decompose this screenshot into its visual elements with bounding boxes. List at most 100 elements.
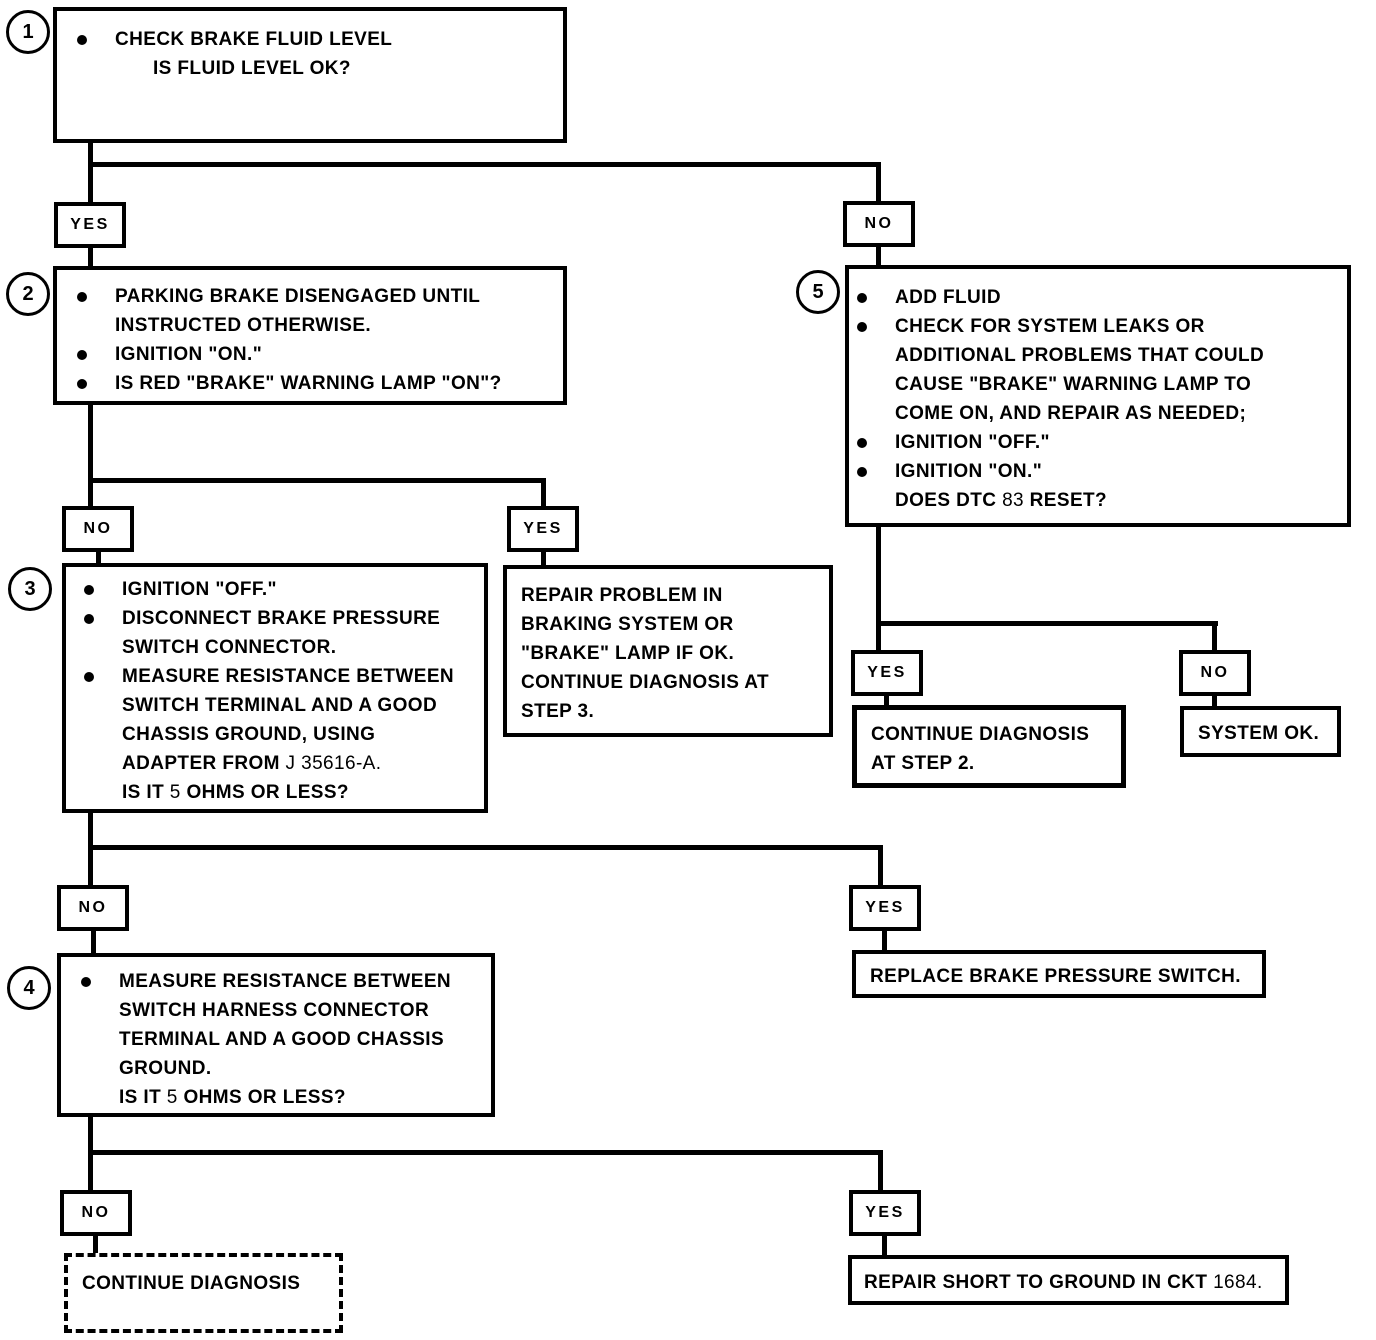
connector-line (876, 162, 881, 203)
text-line: REPAIR SHORT TO GROUND IN CKT (864, 1272, 1214, 1293)
text-line: "BRAKE" LAMP IF OK. (521, 643, 735, 664)
step-number-text: 3 (24, 577, 36, 600)
text-line: ADDITIONAL PROBLEMS THAT COULD (849, 341, 1339, 370)
bullet-icon (857, 293, 867, 303)
bullet-icon (84, 614, 94, 624)
step-3-box: IGNITION "OFF." DISCONNECT BRAKE PRESSUR… (62, 563, 488, 813)
text: CAUSE "BRAKE" WARNING LAMP TO (895, 374, 1252, 395)
connector-line (876, 621, 1218, 626)
step-number-text: 1 (22, 20, 34, 43)
connector-line (91, 929, 96, 955)
text-line: GROUND. (73, 1054, 483, 1083)
step-5-box: ADD FLUID CHECK FOR SYSTEM LEAKS OR ADDI… (845, 265, 1351, 527)
bullet-icon (77, 350, 87, 360)
text: CHECK BRAKE FLUID LEVEL (115, 29, 393, 50)
text-line: MEASURE RESISTANCE BETWEEN (73, 967, 483, 996)
step-number-text: 2 (22, 282, 34, 305)
connector-line (876, 245, 881, 267)
text-line: CONTINUE DIAGNOSIS (871, 724, 1090, 745)
step-4-number: 4 (7, 966, 51, 1010)
label-yes-step5: YES (851, 650, 923, 696)
step-4-box: MEASURE RESISTANCE BETWEEN SWITCH HARNES… (57, 953, 495, 1117)
step-2-box: PARKING BRAKE DISENGAGED UNTIL INSTRUCTE… (53, 266, 567, 405)
text: SWITCH TERMINAL AND A GOOD (122, 695, 438, 716)
text-line: SWITCH TERMINAL AND A GOOD (76, 691, 476, 720)
connector-line (88, 142, 93, 204)
label-no-step3: NO (57, 885, 129, 931)
text-line: COME ON, AND REPAIR AS NEEDED; (849, 399, 1339, 428)
connector-line (884, 694, 889, 707)
text: ADAPTER FROM (122, 753, 286, 774)
text: IGNITION "OFF." (122, 579, 277, 600)
connector-line (1212, 694, 1217, 708)
step-1-box: CHECK BRAKE FLUID LEVEL IS FLUID LEVEL O… (53, 7, 567, 143)
tool-number: J 35616-A. (285, 753, 382, 774)
connector-line (1212, 621, 1217, 652)
connector-line (878, 845, 883, 887)
connector-line (541, 478, 546, 508)
text-line: DOES DTC 83 RESET? (849, 486, 1339, 515)
connector-line (541, 550, 546, 567)
text: OHMS OR LESS? (180, 782, 349, 803)
bullet-icon (857, 467, 867, 477)
text: INSTRUCTED OTHERWISE. (115, 315, 372, 336)
text-line: IGNITION "OFF." (76, 575, 476, 604)
label-text: NO (1200, 664, 1230, 681)
text-line: MEASURE RESISTANCE BETWEEN (76, 662, 476, 691)
step-2-number: 2 (6, 272, 50, 316)
label-yes-step3: YES (849, 885, 921, 931)
step-3-number: 3 (8, 567, 52, 611)
text-line: INSTRUCTED OTHERWISE. (69, 311, 553, 340)
text-line: IS IT 5 OHMS OR LESS? (73, 1083, 483, 1112)
text-line: SWITCH CONNECTOR. (76, 633, 476, 662)
connector-line (876, 525, 881, 652)
step-1-number: 1 (6, 10, 50, 54)
text-line: CONTINUE DIAGNOSIS (82, 1273, 301, 1294)
text: SWITCH CONNECTOR. (122, 637, 337, 658)
connector-line (88, 478, 546, 483)
text: IGNITION "ON." (115, 344, 263, 365)
connector-line (88, 845, 883, 850)
label-no-step2: NO (62, 506, 134, 552)
connector-line (882, 1234, 887, 1257)
text-line: IGNITION "ON." (849, 457, 1339, 486)
text-line: IS IT 5 OHMS OR LESS? (76, 778, 476, 807)
text: IGNITION "OFF." (895, 432, 1050, 453)
bullet-icon (857, 322, 867, 332)
connector-line (878, 1150, 883, 1192)
connector-line (96, 550, 101, 565)
bullet-icon (77, 292, 87, 302)
text-line: REPLACE BRAKE PRESSURE SWITCH. (870, 966, 1241, 987)
text: ADD FLUID (895, 287, 1001, 308)
label-text: NO (83, 520, 113, 537)
label-text: YES (865, 1204, 905, 1221)
text: DOES DTC (895, 490, 1003, 511)
text-line: REPAIR PROBLEM IN (521, 585, 723, 606)
connector-line (882, 929, 887, 952)
label-yes-step2: YES (507, 506, 579, 552)
bullet-icon (84, 585, 94, 595)
bullet-icon (81, 977, 91, 987)
text-line: IS RED "BRAKE" WARNING LAMP "ON"? (69, 369, 553, 398)
label-no-step4: NO (60, 1190, 132, 1236)
circuit-number: 1684. (1213, 1272, 1263, 1293)
text: OHMS OR LESS? (177, 1087, 346, 1108)
text-line: CAUSE "BRAKE" WARNING LAMP TO (849, 370, 1339, 399)
text-line: CHECK BRAKE FLUID LEVEL (69, 25, 553, 54)
dtc-number: 83 (1002, 490, 1024, 511)
terminal-replace-switch-box: REPLACE BRAKE PRESSURE SWITCH. (852, 950, 1266, 998)
connector-line (88, 247, 93, 268)
step-number-text: 4 (23, 976, 35, 999)
text: IGNITION "ON." (895, 461, 1043, 482)
text-line: TERMINAL AND A GOOD CHASSIS (73, 1025, 483, 1054)
text-line: IGNITION "OFF." (849, 428, 1339, 457)
label-text: NO (81, 1204, 111, 1221)
text-line: STEP 3. (521, 701, 595, 722)
text: ADDITIONAL PROBLEMS THAT COULD (895, 345, 1265, 366)
step-5-number: 5 (796, 270, 840, 314)
connector-line (88, 1150, 883, 1155)
text: IS IT (119, 1087, 167, 1108)
terminal-continue-step2-box: CONTINUE DIAGNOSIS AT STEP 2. (852, 705, 1126, 788)
label-text: NO (864, 215, 894, 232)
